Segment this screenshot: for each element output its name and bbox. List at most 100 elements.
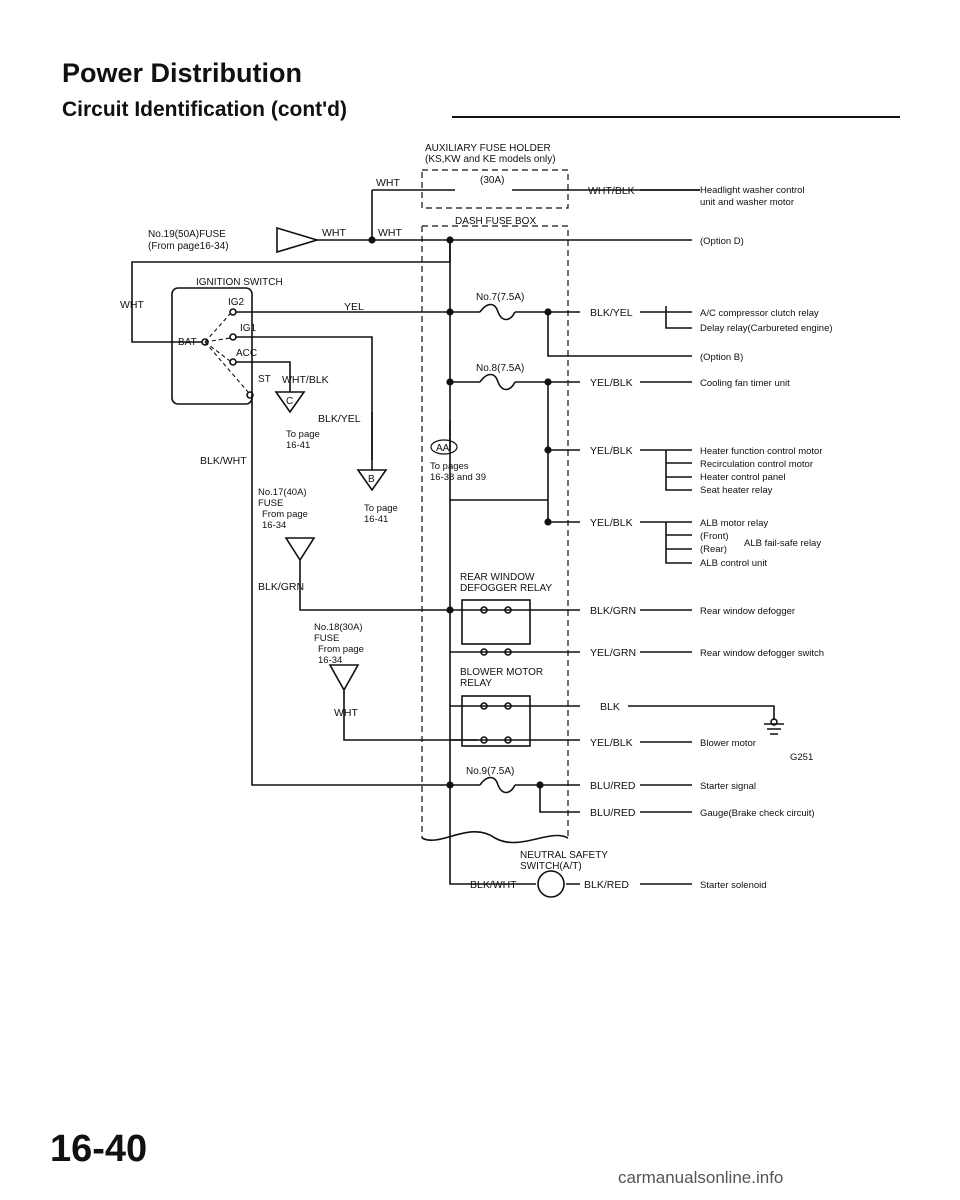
wire-label-yelblk-2: YEL/BLK <box>590 445 633 457</box>
fuse18-symbol <box>328 664 360 692</box>
wire-blower <box>450 705 580 741</box>
dest-alb-failsafe: ALB fail-safe relay <box>744 538 821 549</box>
label-aux-fuse-rating: (30A) <box>480 175 504 186</box>
wire-neutral <box>449 785 580 885</box>
contact-acc <box>229 358 237 366</box>
dest-option-d: (Option D) <box>700 236 744 247</box>
label-connector-c: C <box>286 396 293 407</box>
junction-wht <box>368 236 376 244</box>
label-fuse19-2: (From page16-34) <box>148 241 229 252</box>
wire-label-blkwht: BLK/WHT <box>200 455 247 467</box>
wire-label-yel: YEL <box>344 301 364 313</box>
label-fuse7: No.7(7.5A) <box>476 292 524 303</box>
dest-rear-defogger: Rear window defogger <box>700 606 795 617</box>
wire-label-whtblk-ign: WHT/BLK <box>282 374 329 386</box>
contact-ig2 <box>229 308 237 316</box>
junction-fuse7 <box>446 308 454 316</box>
fuse9-symbol <box>479 776 516 794</box>
label-fuse18-4: 16-34 <box>318 655 342 666</box>
label-to-pages-aa-1: To pages <box>430 461 469 472</box>
wire-label-yelblk-1: YEL/BLK <box>590 377 633 389</box>
dash-fuse-box-outline <box>421 225 569 838</box>
title-rule <box>452 116 900 118</box>
page-number: 16-40 <box>50 1128 148 1170</box>
label-to-pages-aa-2: 16-38 and 39 <box>430 472 486 483</box>
wire-blkgrn <box>299 560 450 611</box>
ignition-switch-box <box>171 287 253 405</box>
blower-relay-box <box>461 695 531 747</box>
label-ig1: IG1 <box>240 323 257 334</box>
line-alb <box>640 521 692 564</box>
dest-starter-solenoid: Starter solenoid <box>700 880 767 891</box>
label-rear-defogger-relay-2: DEFOGGER RELAY <box>460 583 552 594</box>
label-rear-defogger-relay-1: REAR WINDOW <box>460 572 535 583</box>
junction-yelblk-2 <box>544 446 552 454</box>
wire-label-blured-1: BLU/RED <box>590 780 636 792</box>
dest-recirc-motor: Recirculation control motor <box>700 459 813 470</box>
connector-aa-symbol <box>430 439 458 455</box>
junction-yelblk-3 <box>544 518 552 526</box>
dest-starter-signal: Starter signal <box>700 781 756 792</box>
relay1-contact-a <box>480 606 488 614</box>
label-blower-relay-1: BLOWER MOTOR <box>460 667 543 678</box>
wire-acc <box>236 361 291 392</box>
dest-headlight-2: unit and washer motor <box>700 197 794 208</box>
label-fuse17-4: 16-34 <box>262 520 286 531</box>
wire-st <box>251 395 450 786</box>
wire-label-blkred: BLK/RED <box>584 879 629 891</box>
label-fuse19-1: No.19(50A)FUSE <box>148 229 226 240</box>
dest-option-b: (Option B) <box>700 352 743 363</box>
dest-headlight-1: Headlight washer control <box>700 185 805 196</box>
dest-alb-front: (Front) <box>700 531 729 542</box>
fuse8-symbol <box>479 373 516 391</box>
wire-label-wht-left: WHT <box>120 299 144 311</box>
wire-blured-2 <box>539 785 580 813</box>
label-to-page-c-2: 16-41 <box>286 440 310 451</box>
label-ignition-switch: IGNITION SWITCH <box>196 277 283 288</box>
line-ac <box>640 306 692 329</box>
label-fuse18-2: FUSE <box>314 633 339 644</box>
relay1-coil-b <box>504 648 512 656</box>
ground-node <box>770 718 778 726</box>
wire-label-blkwht-bottom: BLK/WHT <box>470 879 517 891</box>
wire-label-wht-mid2: WHT <box>378 227 402 239</box>
dest-ac-relay: A/C compressor clutch relay <box>700 308 819 319</box>
wire-label-blured-2: BLU/RED <box>590 807 636 819</box>
label-ig2: IG2 <box>228 297 245 308</box>
dest-heater-motor: Heater function control motor <box>700 446 823 457</box>
wire-label-yelblk-3: YEL/BLK <box>590 517 633 529</box>
page-subtitle: Circuit Identification (cont'd) <box>62 98 347 121</box>
dest-alb-motor: ALB motor relay <box>700 518 768 529</box>
fuse7-symbol <box>479 303 516 321</box>
wire-label-yelgrn: YEL/GRN <box>590 647 636 659</box>
wire-label-blkyel-r: BLK/YEL <box>590 307 633 319</box>
fuse-box-wavy-edge <box>421 831 569 844</box>
aux-fuse-holder-box <box>421 169 569 209</box>
wire-label-yelblk-4: YEL/BLK <box>590 737 633 749</box>
wire-label-wht-top: WHT <box>376 177 400 189</box>
label-to-page-b-2: 16-41 <box>364 514 388 525</box>
label-acc: ACC <box>236 348 257 359</box>
dest-seat-heater: Seat heater relay <box>700 485 773 496</box>
wire-yelblk-branches <box>547 382 580 523</box>
relay2-coil-b <box>504 736 512 744</box>
dest-blower-motor: Blower motor <box>700 738 756 749</box>
wire-option-b <box>547 312 692 357</box>
wire-label-whtblk-top: WHT/BLK <box>588 185 635 197</box>
contact-ig1 <box>229 333 237 341</box>
wire-label-blk: BLK <box>600 701 620 713</box>
watermark: carmanualsonline.info <box>618 1168 784 1187</box>
label-bat: BAT <box>178 337 197 348</box>
wire-wht-bottom <box>343 690 478 741</box>
junction-blured <box>536 781 544 789</box>
label-connector-aa: AA <box>436 443 450 454</box>
dest-gauge: Gauge(Brake check circuit) <box>700 808 815 819</box>
wire-label-blkgrn-r: BLK/GRN <box>590 605 636 617</box>
neutral-safety-switch-symbol <box>537 870 565 898</box>
wire-label-wht-bottom: WHT <box>334 707 358 719</box>
label-neutral-switch-1: NEUTRAL SAFETY <box>520 850 608 861</box>
page-title: Power Distribution <box>62 58 303 88</box>
wire-defogger <box>450 609 580 653</box>
